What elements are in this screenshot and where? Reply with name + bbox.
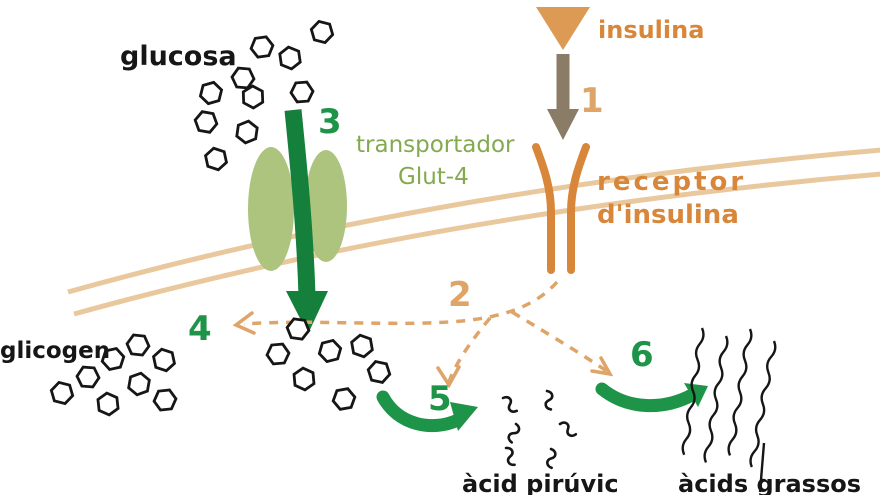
glucose-molecule-icon (288, 80, 316, 104)
transporter-right-oval (305, 150, 347, 262)
glucose-molecule-icon (364, 359, 394, 385)
step-1-label: 1 (580, 81, 604, 121)
signal-pathways (243, 280, 609, 383)
glucose-molecule-icon (330, 386, 358, 412)
signal-arrowhead-down-icon (436, 365, 461, 389)
glycogen-hexagon-icon (92, 389, 124, 419)
glucose-arrow-head-icon (286, 291, 328, 334)
step-5-label: 5 (428, 379, 452, 419)
glycogen-hexagon-icon (124, 369, 154, 399)
glucose-molecules-inside (264, 316, 394, 412)
pyruvate-molecule-icon (541, 447, 562, 470)
membrane-lower-line (73, 171, 880, 317)
insulina-label: insulina (598, 16, 704, 44)
pyruvate-arrow-shaft (376, 390, 465, 433)
receptor-label-line1: receptor (597, 167, 746, 197)
glycogen-hexagon-icon (149, 346, 179, 374)
glucose-molecule-icon (196, 79, 226, 107)
glucose-molecule-icon (201, 145, 231, 173)
insulin-arrow-head-icon (547, 109, 579, 140)
signal-path-to-fattyacids (511, 310, 609, 374)
step-2-label: 2 (448, 275, 472, 315)
insulin-triangle-icon (536, 7, 590, 50)
receptor-right-arm (567, 143, 590, 274)
step-3-label: 3 (318, 102, 342, 142)
transportador-label-line2: Glut-4 (398, 164, 469, 190)
glycogen-hexagon-icon (124, 333, 152, 357)
step-6-label: 6 (630, 335, 654, 375)
glucose-molecule-icon (315, 337, 345, 365)
pyruvate-molecule-icon (503, 446, 518, 467)
signal-arrowhead-left-icon (232, 311, 256, 335)
pyruvate-molecule-icon (540, 389, 558, 411)
insulin-group (536, 7, 590, 140)
signal-arrowheads (232, 311, 614, 389)
pyruvate-molecule-icon (558, 418, 578, 440)
glucose-molecule-icon (307, 18, 337, 46)
signal-path-to-glycogen (243, 280, 559, 326)
transporter-left-oval (248, 147, 294, 271)
glucose-molecule-icon (192, 109, 220, 135)
pyruvate-molecule-icon (503, 422, 525, 444)
receptor-label-line2: d'insulina (597, 200, 739, 230)
glucose-arrow-shaft (284, 109, 316, 297)
fatty-acid-chains (680, 326, 778, 493)
pyruvate-molecule-icon (501, 393, 519, 415)
glucose-entry-arrow (284, 109, 328, 334)
acids-grassos-label: àcids grassos (678, 470, 861, 495)
transportador-label-line1: transportador (356, 132, 515, 158)
fatty-acid-icon (702, 334, 730, 465)
fattyacid-arrow-head-icon (684, 383, 708, 407)
fatty-acid-icon (726, 327, 754, 458)
glucose-molecule-icon (274, 43, 306, 73)
pyruvate-arrow-head-icon (450, 402, 478, 431)
glucose-molecule-icon (264, 342, 292, 366)
pyruvate-molecules (501, 389, 578, 470)
glucose-molecule-icon (248, 34, 276, 60)
glicogen-label: glicogen (0, 338, 110, 364)
step-4-label: 4 (188, 309, 212, 349)
glucose-molecule-icon (288, 364, 320, 394)
glycogen-hexagon-icon (47, 379, 77, 407)
glucose-molecule-icon (231, 117, 263, 147)
glucose-molecule-icon (347, 331, 377, 361)
glycogen-hexagon-icon (74, 365, 102, 389)
metabolism-arrows (376, 382, 708, 433)
acid-piruvic-label: àcid pirúvic (462, 470, 619, 495)
glut4-transporter (248, 147, 347, 271)
signal-arrowhead-right-icon (590, 356, 614, 377)
receptor-left-arm (532, 143, 555, 274)
fattyacid-arrow-shaft (595, 382, 699, 413)
fatty-acid-icon (758, 442, 766, 493)
signal-path-to-pyruvate (447, 316, 492, 383)
glycogen-hexagon-icon (151, 388, 179, 412)
insulin-receptor (532, 143, 590, 274)
cell-membrane (67, 147, 880, 317)
glucosa-label: glucosa (120, 41, 237, 72)
membrane-upper-line (67, 147, 880, 295)
